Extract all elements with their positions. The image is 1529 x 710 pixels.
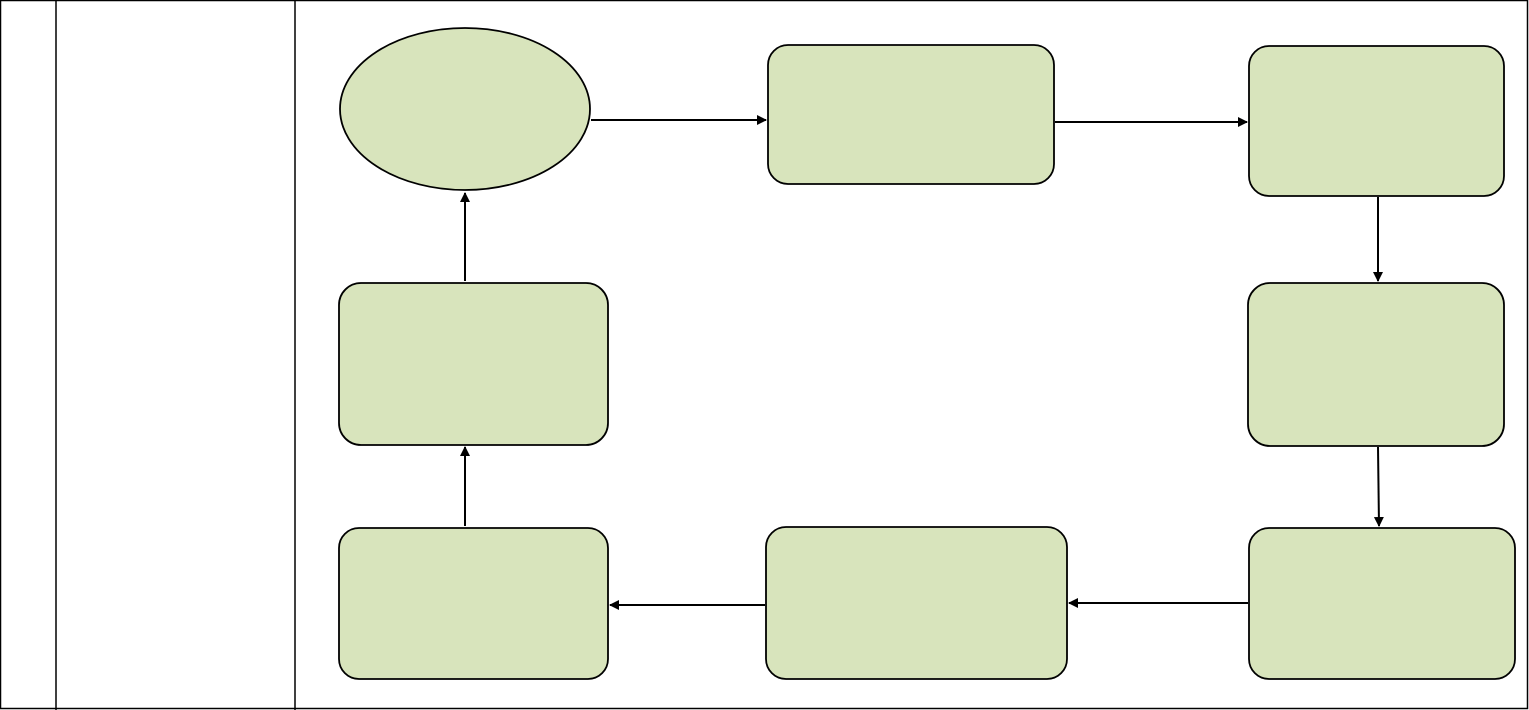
node-step-4	[1247, 282, 1505, 447]
step-6-box	[765, 526, 1068, 680]
nodes	[338, 27, 1516, 680]
node-start	[339, 27, 591, 191]
step-3-box	[1248, 45, 1505, 197]
step-4-box	[1247, 282, 1505, 447]
node-step-2	[767, 44, 1055, 185]
node-step-5	[1248, 527, 1516, 680]
arrow-step-4-to-step-5	[1373, 446, 1384, 527]
node-step-8	[338, 282, 609, 446]
node-step-7	[338, 527, 609, 680]
step-5-box	[1248, 527, 1516, 680]
start-ellipse	[339, 27, 591, 191]
step-2-box	[767, 44, 1055, 185]
node-step-3	[1248, 45, 1505, 197]
node-step-6	[765, 526, 1068, 680]
step-8-box	[338, 282, 609, 446]
step-7-box	[338, 527, 609, 680]
connectors	[460, 115, 1384, 610]
